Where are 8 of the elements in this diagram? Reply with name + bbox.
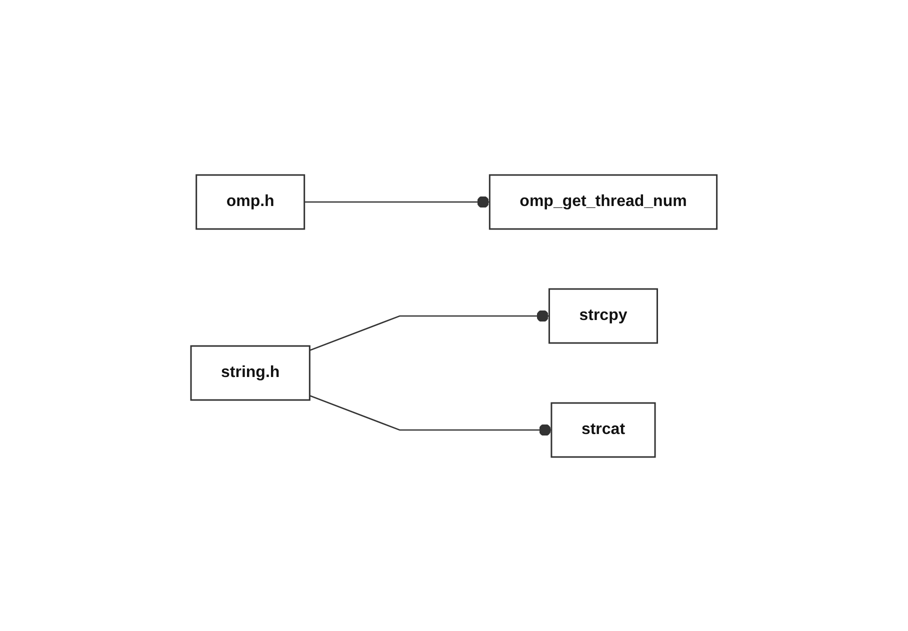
connector <box>310 309 550 350</box>
node-box: strcat <box>550 402 656 458</box>
connector <box>310 394 552 436</box>
node-box: string.h <box>190 344 311 400</box>
node-box: omp_get_thread_num <box>489 174 718 230</box>
node-box: omp.h <box>196 174 306 230</box>
node-box: strcpy <box>548 288 658 344</box>
connector <box>304 195 490 208</box>
